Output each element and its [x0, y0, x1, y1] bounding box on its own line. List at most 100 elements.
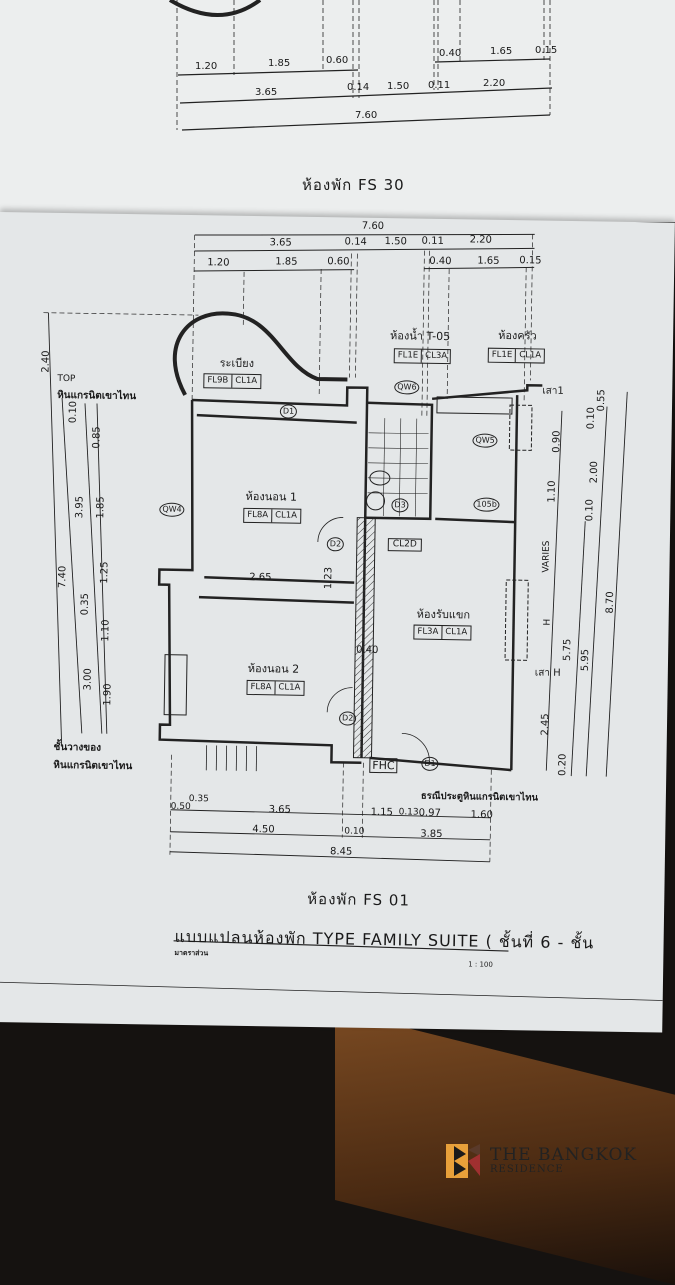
dim-label-total: 7.60	[362, 222, 384, 232]
dim-label: 1.85	[268, 59, 290, 69]
dim-label-total: 8.45	[330, 847, 352, 857]
dim-label: 2.00	[590, 461, 600, 483]
plan-title-fs30: ห้องพัก FS 30	[302, 173, 405, 197]
dim-label: 1.10	[548, 480, 558, 502]
dim-label: 1.15	[371, 808, 393, 818]
dim-label: 1.23	[324, 567, 334, 589]
column-h	[505, 580, 528, 660]
room-name-bedroom-2: ห้องนอน 2	[248, 663, 300, 675]
dim-label: 0.11	[422, 237, 444, 247]
scale-value: 1 : 100	[468, 961, 493, 968]
room-name-kitchen: ห้องครัว	[498, 330, 537, 342]
dim-label: 0.40	[356, 646, 378, 656]
upper-floor-plan-sheet: 1.20 1.85 0.60 0.40 1.65 0.15 3.65 0.14 …	[0, 0, 675, 222]
room-name-living: ห้องรับแขก	[417, 609, 471, 621]
note-threshold: ธรณีประตูหินแกรนิตเขาไทน	[421, 792, 538, 803]
floor-code: FL1E	[489, 349, 516, 362]
dim-label: 0.11	[428, 81, 450, 91]
ceiling-code: CL1A	[231, 375, 260, 388]
ceiling-code: CL1A	[271, 509, 300, 522]
main-floor-plan-sheet: 7.60 3.65 0.14 1.50 0.11 2.20 1.20 1.85 …	[0, 212, 675, 1033]
dim-label: 7.40	[58, 566, 68, 588]
floor-code: FL9B	[204, 374, 231, 387]
shelf-lines	[206, 745, 256, 771]
dim-label: 3.95	[75, 496, 85, 518]
dim-label: 0.20	[558, 754, 568, 776]
floor-code: FL1E	[395, 349, 422, 362]
basin-icon	[366, 492, 384, 510]
ceiling-code: CL1A	[441, 626, 470, 639]
dim-label: 1.65	[490, 47, 512, 57]
kitchen-counter	[437, 397, 512, 414]
room-name-bedroom-1: ห้องนอน 1	[245, 491, 297, 503]
dim-label: 0.14	[344, 237, 366, 247]
floor-code: FL8A	[247, 681, 274, 694]
note-top: TOP	[57, 375, 75, 384]
dim-label: 0.90	[552, 430, 562, 452]
dim-label: 1.65	[477, 257, 499, 267]
dim-label: 2.45	[541, 713, 551, 735]
dim-label: 0.97	[419, 809, 441, 819]
room-name-bathroom: ห้องน้ำ T-05	[390, 330, 450, 342]
ceiling-tag-cl2d: CL2D	[388, 538, 422, 552]
ceiling-code: CL1A	[515, 349, 544, 362]
dim-label: 1.10	[101, 619, 111, 641]
dim-label: 8.70	[606, 591, 616, 613]
dim-label: 1.25	[100, 561, 110, 583]
dim-label: 0.10	[69, 401, 79, 423]
sheet-border-line	[0, 982, 663, 1001]
dim-label: 0.85	[92, 426, 102, 448]
dim-label: 1.20	[207, 258, 229, 268]
dim-line	[435, 59, 550, 62]
dim-label: 0.60	[327, 257, 349, 267]
note-varies: VARIES	[542, 541, 552, 573]
dim-label: 0.40	[439, 49, 461, 59]
dim-label: 3.65	[269, 238, 291, 248]
dim-label: 1.85	[96, 496, 106, 518]
note-column-1: เสา1	[542, 387, 564, 397]
dim-label: 2.20	[470, 235, 492, 245]
floor-code: FL8A	[244, 509, 271, 522]
dim-label: 5.95	[581, 649, 591, 671]
dim-label: 0.60	[326, 56, 348, 66]
granite-shelf	[164, 655, 187, 715]
dim-label: 1.85	[275, 257, 297, 267]
dim-label: 3.65	[269, 805, 291, 815]
dim-label: 0.10	[585, 499, 595, 521]
dim-label: 4.50	[252, 825, 274, 835]
dim-label: 1.20	[195, 62, 217, 72]
dim-label: 0.55	[597, 389, 607, 411]
dim-label: 0.40	[429, 257, 451, 267]
dim-label: 1.90	[103, 683, 113, 705]
note-column-h: เสา H	[535, 668, 561, 678]
dim-label: 3.00	[83, 668, 93, 690]
scale-label: มาตราส่วน	[174, 950, 208, 958]
dim-label: 1.50	[387, 82, 409, 92]
dim-label-total: 7.60	[355, 111, 377, 121]
balcony-curve	[170, 0, 260, 15]
plan-title-fs01: ห้องพัก FS 01	[307, 887, 410, 913]
left-dimension-lines	[42, 313, 114, 746]
dim-label: 0.35	[189, 795, 209, 804]
hatched-wall	[353, 518, 375, 758]
dim-label: 3.65	[255, 88, 277, 98]
dim-label: 2.40	[41, 350, 51, 372]
dim-label: 3.85	[420, 830, 442, 840]
dim-label: 5.75	[563, 639, 573, 661]
dim-label: 0.10	[587, 407, 597, 429]
dim-label: 0.15	[519, 256, 541, 266]
dim-label: 2.20	[483, 79, 505, 89]
room-name-balcony: ระเบียง	[220, 357, 255, 369]
bangkok-residence-logo-icon	[446, 1144, 482, 1178]
floor-code: FL3A	[414, 626, 441, 639]
dim-label: 1.60	[471, 810, 493, 820]
dim-label: 2.65	[249, 573, 271, 583]
dim-label: 0.14	[347, 83, 369, 93]
ceiling-code: CL1A	[274, 681, 303, 694]
